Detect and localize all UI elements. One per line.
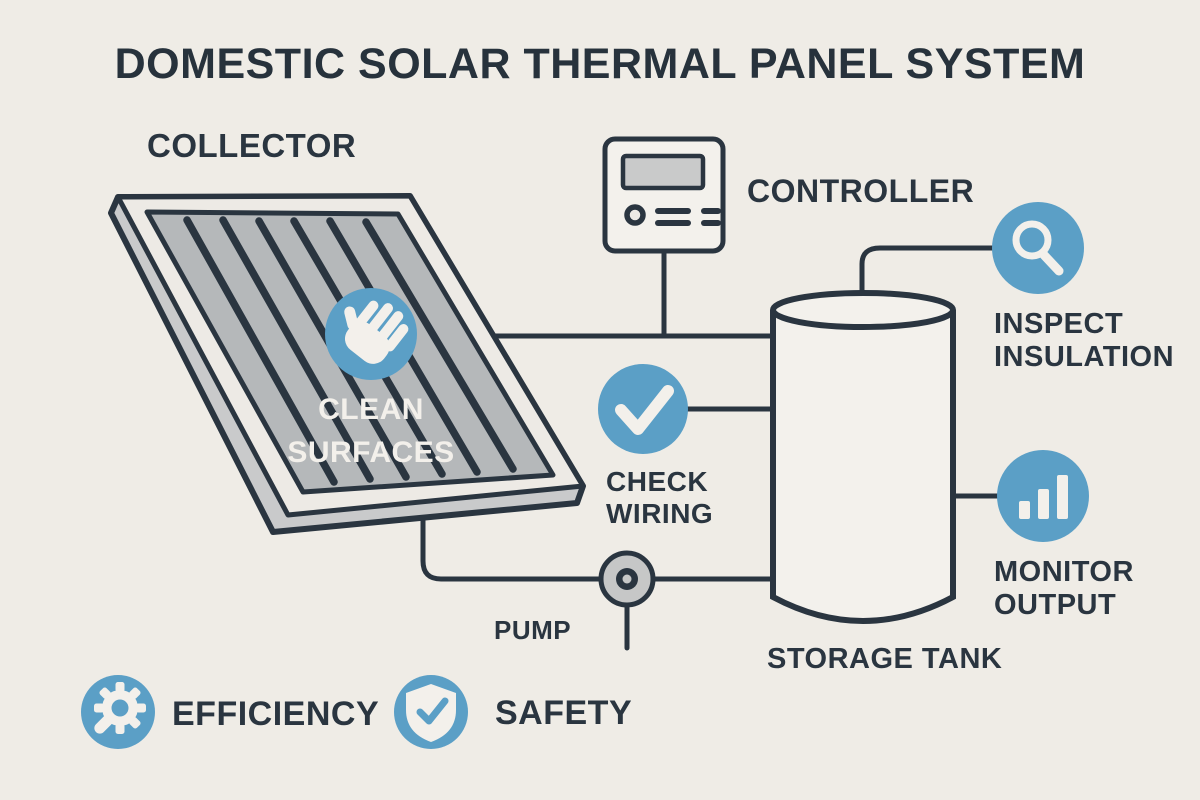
tank-top [770, 290, 956, 330]
efficiency-badge [81, 675, 155, 749]
clean-surfaces-line2: SURFACES [287, 436, 455, 469]
storage-tank-label: STORAGE TANK [767, 643, 1003, 675]
pipe-connectors [420, 245, 1003, 651]
safety-badge [394, 675, 468, 749]
diagram-title: DOMESTIC SOLAR THERMAL PANEL SYSTEM [114, 40, 1086, 88]
monitor-output-line2: OUTPUT [994, 589, 1117, 621]
clean-surfaces-callout: CLEAN SURFACES [221, 388, 521, 474]
check-icon [615, 385, 674, 435]
monitor-output-callout: MONITOR OUTPUT [994, 556, 1134, 622]
controller-knob [624, 204, 646, 226]
hand-icon [344, 300, 409, 364]
controller-screen [620, 153, 706, 191]
shield-check-icon [406, 684, 456, 742]
inspect-insulation-line2: INSULATION [994, 341, 1175, 373]
controller-vent-lines [655, 208, 721, 226]
pump-label: PUMP [494, 615, 572, 645]
collector-label: COLLECTOR [147, 127, 357, 164]
gear-icon [94, 682, 146, 734]
inspect-insulation-line1: INSPECT [994, 308, 1124, 340]
bar-chart-icon [1019, 475, 1068, 519]
controller-label: CONTROLLER [747, 173, 975, 209]
safety-label: SAFETY [495, 694, 633, 732]
tank-body [770, 310, 956, 624]
inspect-insulation-badge [992, 202, 1084, 294]
check-wiring-line2: WIRING [606, 498, 714, 529]
tank-top-pipe [859, 245, 999, 305]
monitor-output-line1: MONITOR [994, 556, 1134, 588]
inspect-insulation-callout: INSPECT INSULATION [994, 308, 1174, 374]
check-wiring-badge [598, 364, 688, 454]
collector-to-pump-pipe [420, 502, 606, 582]
controller-unit [602, 136, 726, 254]
pump-hub-center [622, 574, 632, 584]
magnifier-icon [1012, 220, 1064, 276]
check-wiring-line1: CHECK [606, 466, 709, 497]
pump-valve [598, 550, 656, 608]
monitor-output-badge [997, 450, 1089, 542]
clean-surfaces-line1: CLEAN [318, 393, 424, 426]
efficiency-label: EFFICIENCY [172, 695, 380, 733]
storage-tank-shape [770, 290, 956, 624]
collector-panel [108, 193, 586, 535]
check-wiring-callout: CHECK WIRING [606, 466, 713, 530]
